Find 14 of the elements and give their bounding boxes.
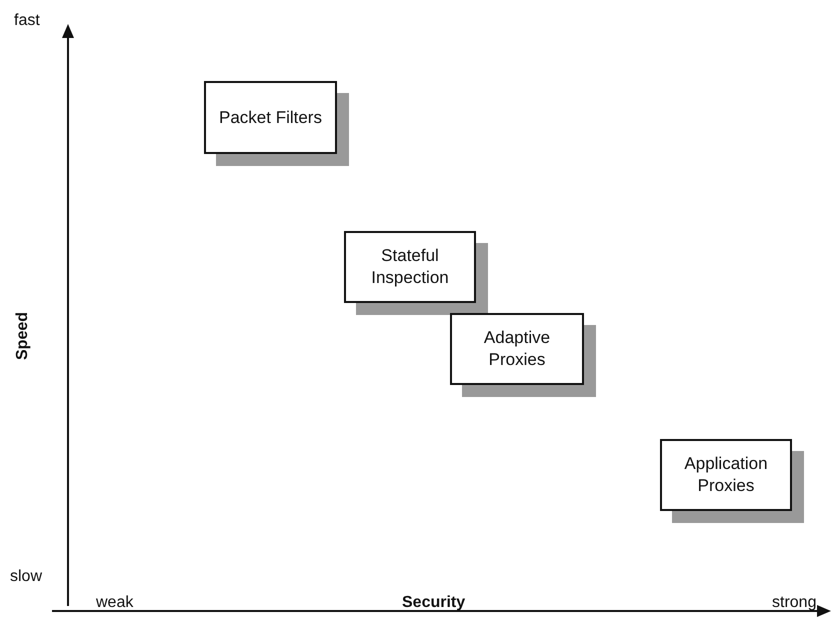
category-box [450,313,584,385]
category-label: Packet Filters [218,106,323,128]
category-box [204,81,337,154]
axis-end-label: strong [772,594,816,612]
axis-end-label: fast [14,12,40,30]
axis-title: Speed [14,312,32,360]
category-box [660,439,792,511]
category-label: Application Proxies [683,453,769,497]
axis-end-label: slow [10,568,42,586]
axis-end-label: weak [96,594,134,612]
category-label: Adaptive Proxies [482,327,552,371]
axis-title: Security [402,594,466,612]
category-label: Stateful Inspection [370,245,450,289]
category-box [344,231,476,303]
